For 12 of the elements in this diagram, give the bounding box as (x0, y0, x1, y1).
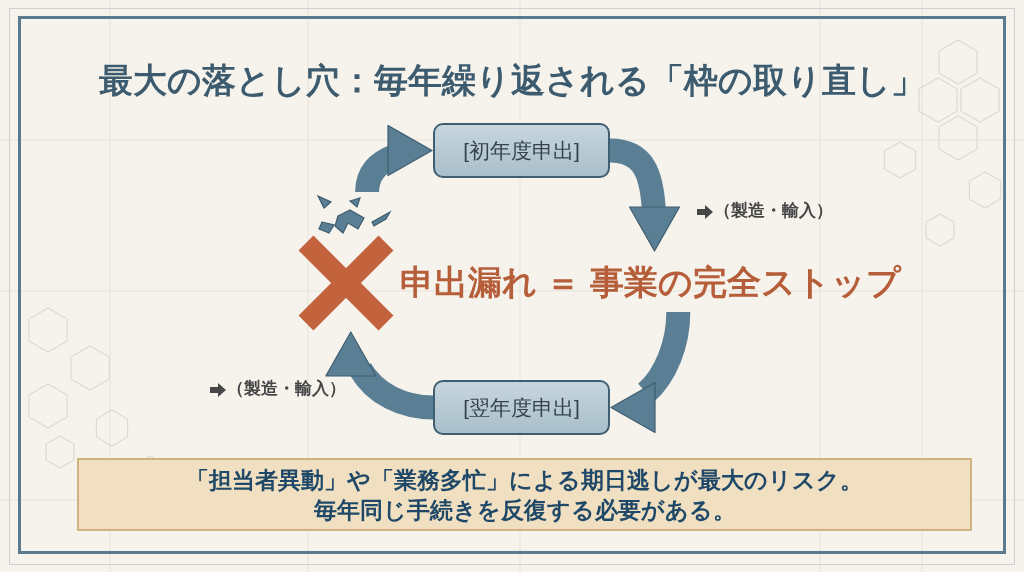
note-band (77, 458, 972, 531)
broken-cross-mark (298, 192, 394, 331)
step-box: [初年度申出] (433, 123, 610, 178)
note-text: 「担当者異動」や「業務多忙」による期日逃しが最大のリスク。毎年同じ手続きを反復する必要がある。 (185, 465, 864, 525)
curved-arrow (328, 330, 434, 420)
curved-arrow (609, 138, 681, 252)
side-label: （製造・輸入） (714, 200, 833, 222)
curved-arrow (355, 125, 434, 194)
side-label: （製造・輸入） (227, 378, 346, 400)
step-box: [翌年度申出] (433, 380, 610, 435)
slide-title: 最大の落とし穴：毎年繰り返される「枠の取り直し」 (99, 60, 925, 101)
warning-text: 申出漏れ ＝ 事業の完全ストップ (397, 252, 904, 312)
